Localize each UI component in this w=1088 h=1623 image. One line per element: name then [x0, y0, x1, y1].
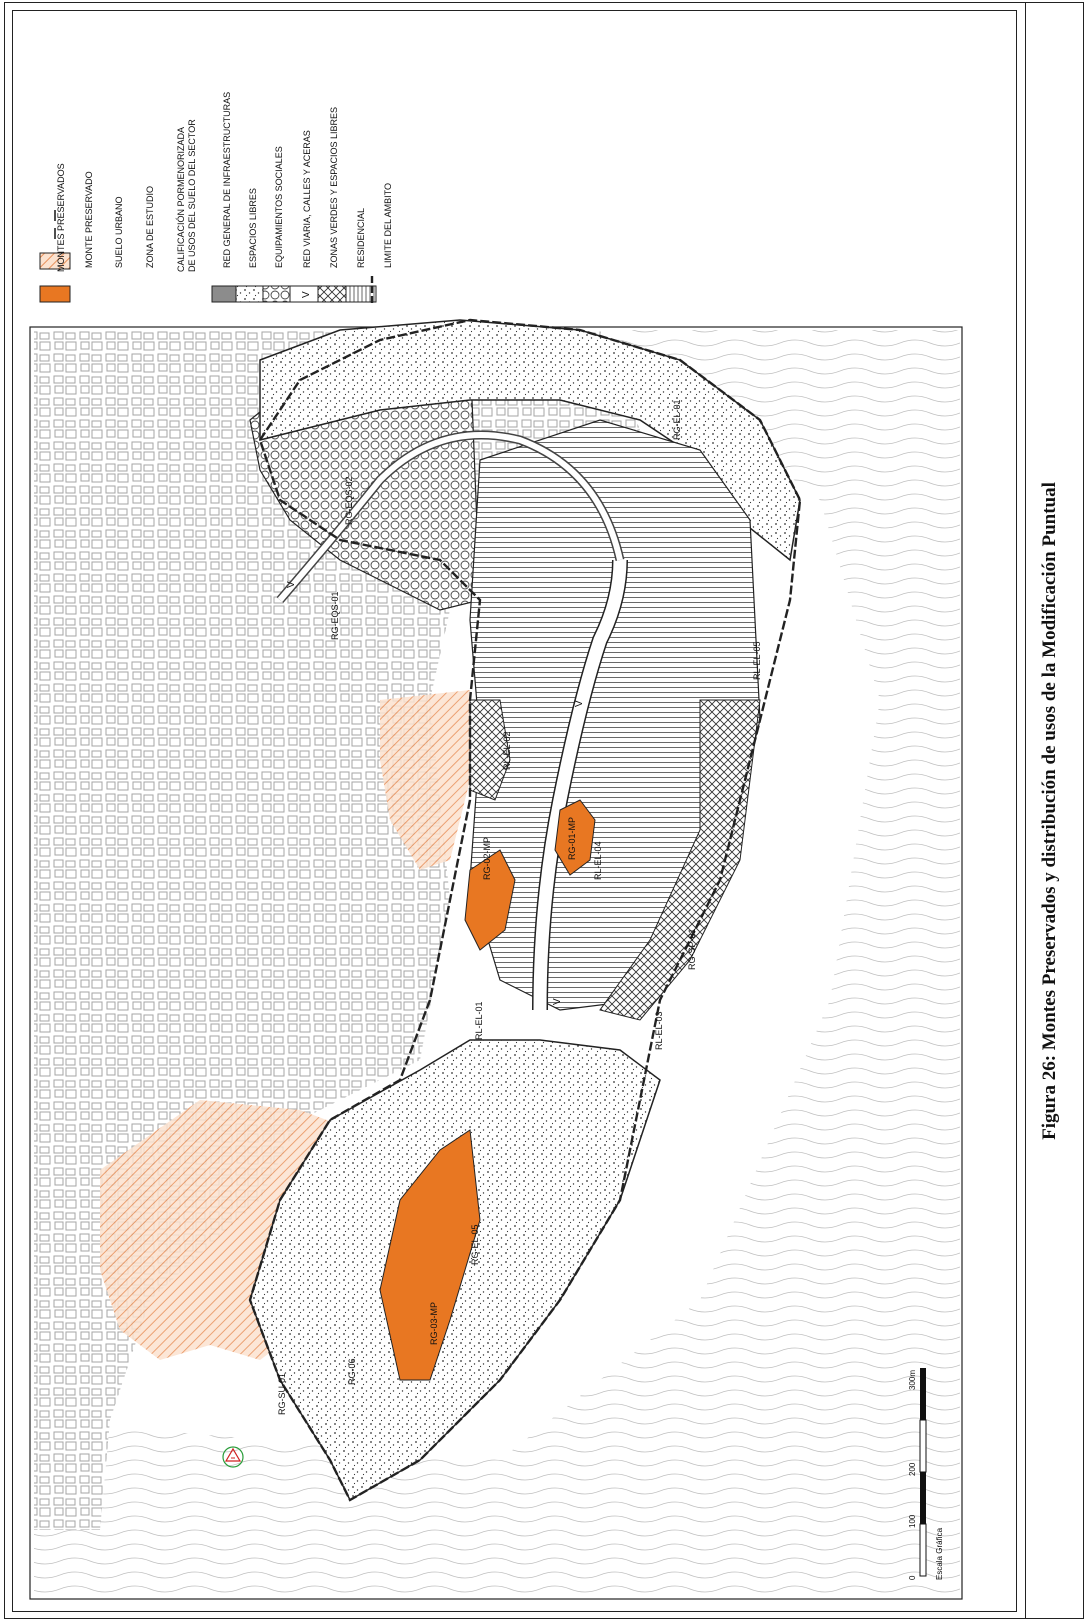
label-rg-eqs-01: RG-EQS-01	[330, 591, 340, 640]
scale-tick-200: 200	[908, 1462, 917, 1476]
outer-frame	[4, 2, 1084, 1619]
monte-preservado-rg-02	[464, 849, 516, 951]
label-rg-02-mp: RG-02-MP	[482, 837, 492, 880]
limite-del-ambito	[248, 318, 802, 1502]
scale-tick-300: 300m	[908, 1370, 917, 1390]
label-rg-06: RG-06	[347, 1358, 357, 1385]
scale-title: Escala Gráfica	[935, 1527, 944, 1580]
plan-frame	[12, 10, 1017, 1612]
label-rl-el-05: RL-EL-05	[752, 641, 762, 680]
monte-preservado-rg-01	[554, 799, 596, 876]
sector	[248, 318, 802, 1502]
legend-zona-estudio: ZONA DE ESTUDIO	[145, 186, 155, 268]
label-rg-01-mp: RG-01-MP	[567, 817, 577, 860]
road-symbol-2: V	[574, 700, 585, 707]
legend-residencial: RESIDENCIAL	[356, 208, 366, 268]
road-main-inner	[533, 559, 627, 1011]
label-rg-03-mp: RG-03-MP	[429, 1302, 439, 1345]
zone-zonas-verdes-2	[469, 699, 511, 801]
legend-espacios-libres: ESPACIOS LIBRES	[248, 188, 258, 268]
label-rl-el-01: RL-EL-01	[474, 1001, 484, 1040]
legend-suelo-urbano: SUELO URBANO	[114, 196, 124, 268]
legend-red-viaria-symbol: V	[301, 291, 312, 298]
legend-equipamientos: EQUIPAMIENTOS SOCIALES	[274, 146, 284, 268]
scale-tick-0: 0	[908, 1575, 917, 1580]
legend-heading-1: MONTES PRESERVADOS	[56, 163, 66, 272]
road-symbol-1: V	[552, 998, 563, 1005]
legend-red-viaria: RED VIARIA, CALLES Y ACERAS	[302, 130, 312, 268]
label-rg-sp-01: RG-SP-01	[687, 928, 697, 970]
legend-monte-preservado: MONTE PRESERVADO	[84, 171, 94, 268]
zone-zonas-verdes	[599, 699, 761, 1021]
contour-terrain	[34, 330, 960, 1595]
monte-preservado-rg-03	[379, 1129, 481, 1381]
label-rg-el-01: RG-EL-01	[672, 399, 682, 440]
label-rg-su-01: RG-SU-01	[277, 1373, 287, 1415]
legend-zonas-verdes: ZONAS VERDES Y ESPACIOS LIBRES	[329, 107, 339, 268]
label-rl-el-03: RL-EL-03	[654, 1011, 664, 1050]
swatch-suelo-urbano	[39, 252, 71, 270]
swatch-monte-preservado	[39, 285, 71, 303]
road-symbol-3: V	[286, 581, 297, 588]
swatch-residencial	[345, 285, 377, 303]
label-rg-eqs-02: RG-EQS-02	[344, 476, 354, 525]
legend-red-general: RED GENERAL DE INFRAESTRUCTURAS	[222, 92, 232, 268]
legend-heading-2-line2: DE USOS DEL SUELO DEL SECTOR	[187, 119, 197, 272]
label-rl-el-02: RL-EL-02	[502, 731, 512, 770]
north-arrow-icon	[222, 1446, 244, 1468]
legend-limite: LIMITE DEL AMBITO	[383, 183, 393, 268]
road-curve-inner	[277, 432, 623, 602]
caption-divider	[1025, 2, 1026, 1619]
swatch-espacios-libres	[235, 285, 267, 303]
suelo-urbano-zone-2	[380, 690, 470, 870]
label-rg-el-05: RG-EL-05	[470, 1224, 480, 1265]
swatch-zonas-verdes	[317, 285, 349, 303]
map-area: RG-SU-01 RG-06 RG-03-MP RG-EL-05 RL-EL-0…	[29, 318, 963, 1600]
label-rl-el-04: RL-EL-04	[593, 841, 603, 880]
scale-bar: 0 100 200 300m Escala Gráfica	[908, 1368, 944, 1580]
legend	[39, 210, 71, 303]
legend-heading-2-line1: CALIFICACIÓN PORMENORIZADA	[176, 127, 186, 272]
swatch-equipamientos	[262, 285, 294, 303]
legend-swatches-b	[211, 276, 377, 306]
scale-tick-100: 100	[908, 1514, 917, 1528]
figure-caption: Figura 26: Montes Preservados y distribu…	[1039, 482, 1060, 1140]
